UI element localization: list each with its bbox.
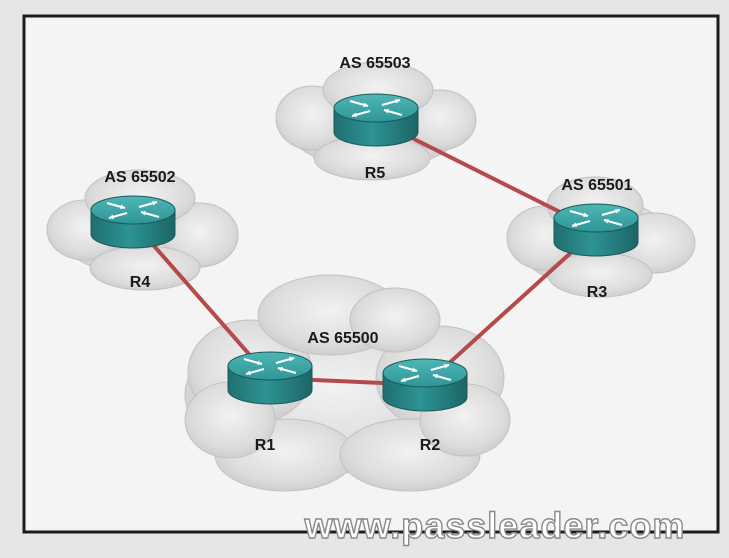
router-label-r5: R5 [365, 165, 386, 182]
as-label-65500: AS 65500 [307, 330, 378, 347]
as-label-65502: AS 65502 [104, 169, 175, 186]
router-icon-r5 [333, 93, 419, 147]
routers-layer [90, 93, 639, 412]
as-label-65501: AS 65501 [561, 177, 632, 194]
router-icon-r1 [227, 351, 313, 405]
watermark-text: www.passleader.com [304, 505, 686, 546]
router-label-r3: R3 [587, 284, 608, 301]
router-icon-r2 [382, 358, 468, 412]
router-label-r1: R1 [255, 437, 276, 454]
link-r2-r3 [423, 228, 598, 387]
router-label-r2: R2 [420, 437, 441, 454]
link-r4-r1 [131, 220, 272, 380]
router-icon-r4 [90, 195, 176, 249]
router-label-r4: R4 [130, 274, 151, 291]
router-icon-r3 [553, 203, 639, 257]
as-label-65503: AS 65503 [339, 55, 410, 72]
